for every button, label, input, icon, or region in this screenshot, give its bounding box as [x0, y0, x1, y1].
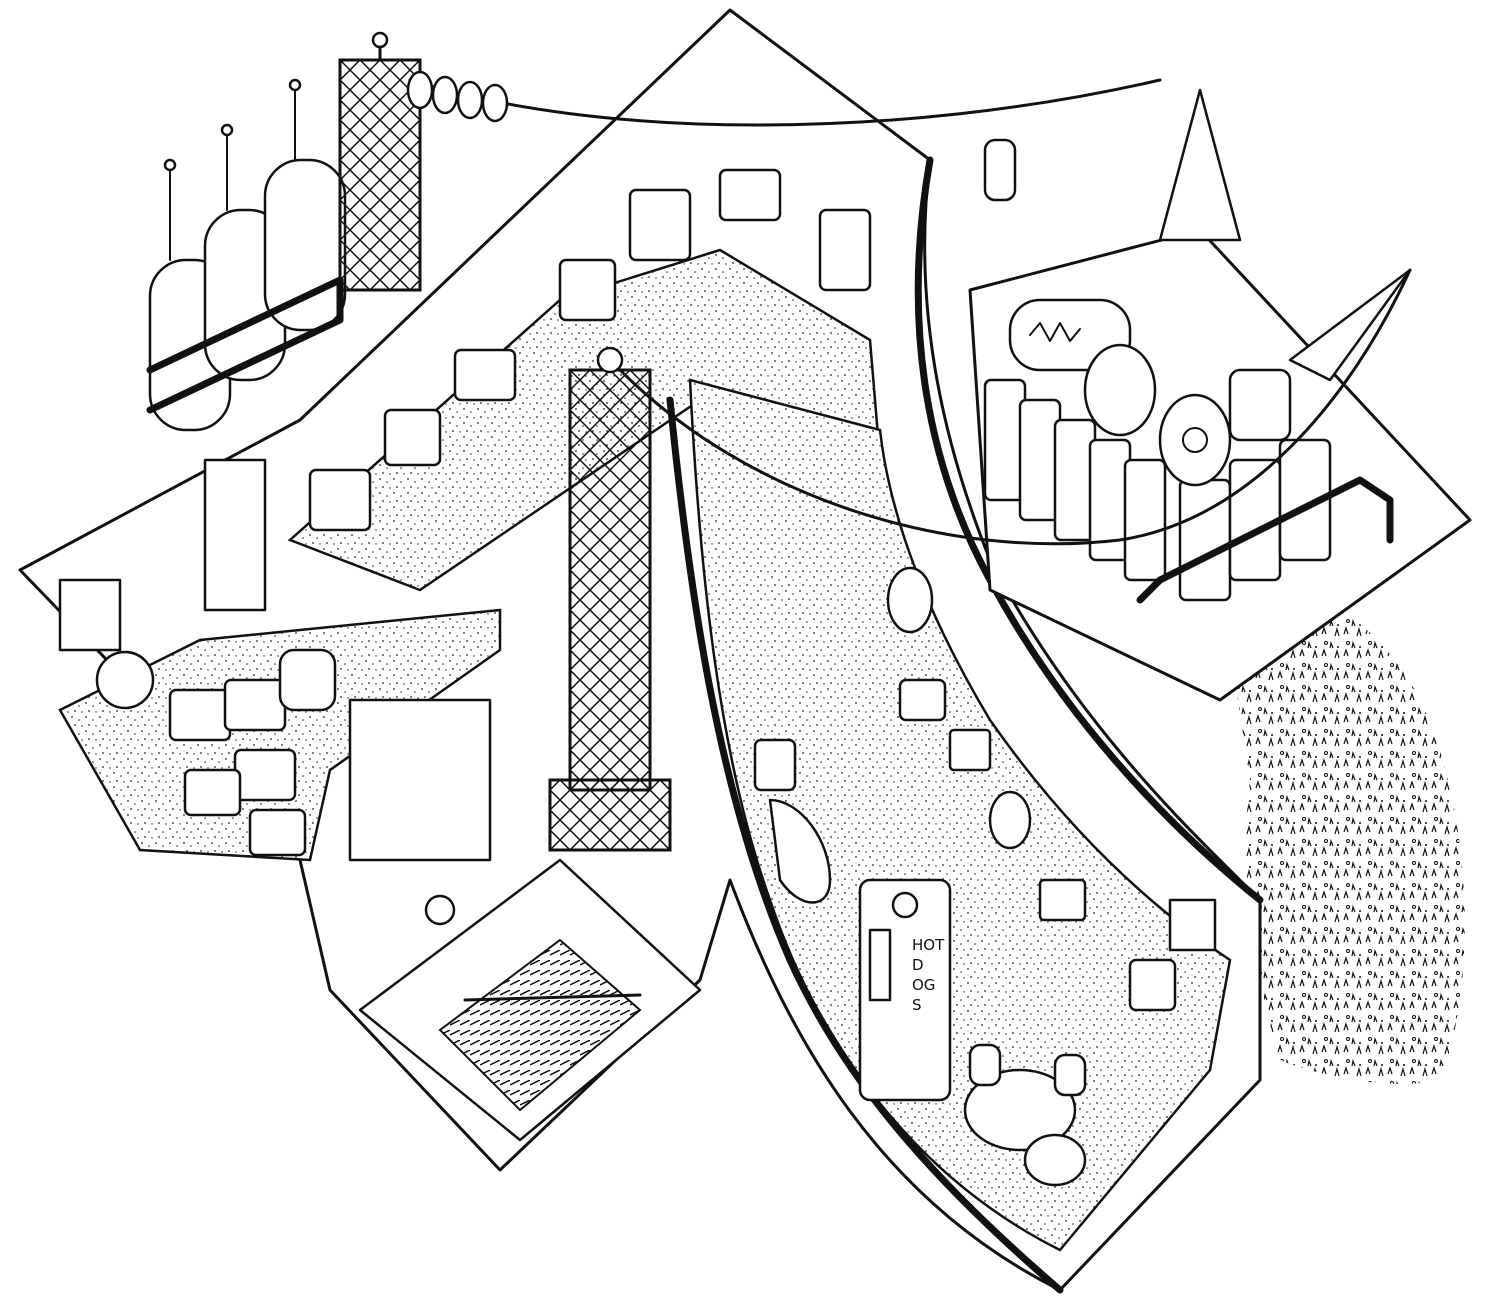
- corridor-floor: [688, 378, 1232, 1252]
- generator-machine: [1008, 88, 1412, 487]
- corridor-workstations: [753, 566, 1217, 1012]
- left-radio-tower: [338, 31, 422, 292]
- machinery-railing: [1136, 476, 1394, 604]
- grass-patch: [1220, 578, 1465, 1084]
- vending-sign-line-3: OG: [912, 976, 935, 994]
- vending-sign-line-4: S: [912, 996, 922, 1014]
- stair-steps: [438, 938, 642, 1112]
- wall-picture-left: [58, 578, 122, 652]
- cafe-table: [963, 1043, 1087, 1187]
- upper-office-desks: [308, 168, 872, 532]
- vending-machine: HOT D OG S: [858, 878, 952, 1102]
- hanging-lantern: [983, 138, 1017, 202]
- vending-sign-line-2: D: [912, 956, 924, 974]
- corridor-left-wall: [666, 396, 1064, 1294]
- hazard-sign: [424, 894, 456, 926]
- overhead-cable-lower: [618, 268, 1412, 546]
- server-cabinets: [983, 378, 1332, 602]
- wall-panel-center: [348, 698, 492, 862]
- stair-handrail: [463, 993, 642, 1002]
- vending-sign-line-1: HOT: [912, 936, 945, 954]
- center-radio-tower: [548, 346, 672, 852]
- globe-lamp: [95, 650, 155, 710]
- computer-cluster: [168, 648, 337, 857]
- door: [203, 458, 267, 612]
- insulator-coil: [406, 70, 509, 123]
- storage-tanks: [146, 78, 347, 432]
